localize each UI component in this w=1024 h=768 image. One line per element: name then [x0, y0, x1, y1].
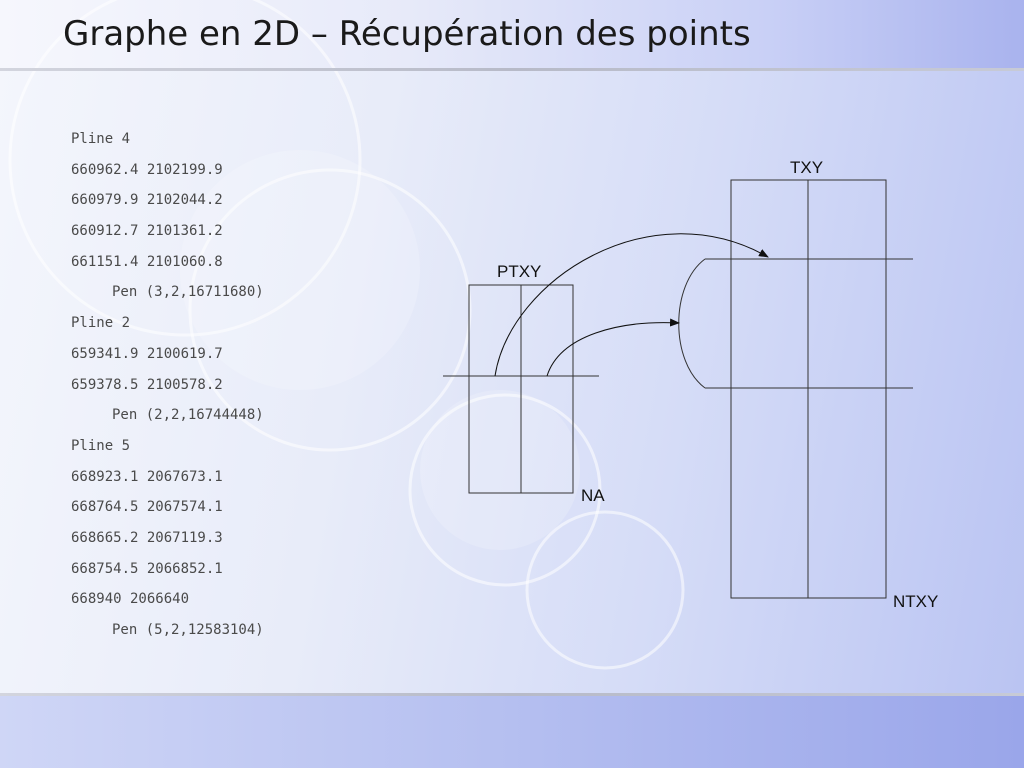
footer-band [0, 696, 1024, 768]
point-line: Pline 4 [71, 131, 131, 147]
ptxy-table [443, 284, 599, 494]
point-line: 661151.4 2101060.8 [71, 253, 223, 270]
pen-line: Pen (2,2,16744448) [112, 407, 264, 424]
deco-circle [8, 0, 362, 337]
point-line: 660962.4 2102199.9 [71, 161, 223, 178]
label-na: NA [581, 486, 605, 505]
label-ntxy: NTXY [893, 592, 938, 611]
point-line: 659341.9 2100619.7 [71, 345, 223, 362]
deco-circle [188, 168, 472, 452]
point-line: 660979.9 2102044.2 [71, 192, 223, 209]
point-line: 668923.1 2067673.1 [71, 468, 223, 485]
deco-circle [525, 510, 685, 670]
title-rule [0, 68, 1024, 71]
title-band [0, 0, 1024, 68]
arrow-ptxy-to-txy [494, 233, 769, 377]
txy-table [678, 179, 913, 599]
point-line: Pline 2 [71, 315, 131, 332]
point-line: 659378.5 2100578.2 [71, 376, 223, 393]
deco-circle [408, 393, 602, 587]
point-list: Pline 4 660962.4 2102199.9 660979.9 210204… [71, 124, 264, 646]
point-line: 660912.7 2101361.2 [71, 223, 223, 240]
pen-line: Pen (3,2,16711680) [112, 284, 264, 301]
point-line: 668665.2 2067119.3 [71, 529, 223, 546]
pen-line: Pen (5,2,12583104) [112, 622, 264, 638]
point-line: 668754.5 2066852.1 [71, 560, 223, 577]
footer-rule [0, 693, 1024, 696]
label-ptxy: PTXY [497, 262, 541, 281]
point-line: 668940 2066640 [71, 591, 190, 608]
deco-glow [420, 390, 580, 550]
deco-glow [180, 150, 420, 390]
point-line: 668764.5 2067574.1 [71, 499, 223, 516]
slide-title: Graphe en 2D – Récupération des points [63, 14, 751, 54]
point-line: Pline 5 [71, 437, 131, 454]
arrow-ptxy-to-range [546, 318, 680, 377]
label-txy: TXY [790, 158, 823, 177]
bracket-curve [678, 258, 706, 389]
